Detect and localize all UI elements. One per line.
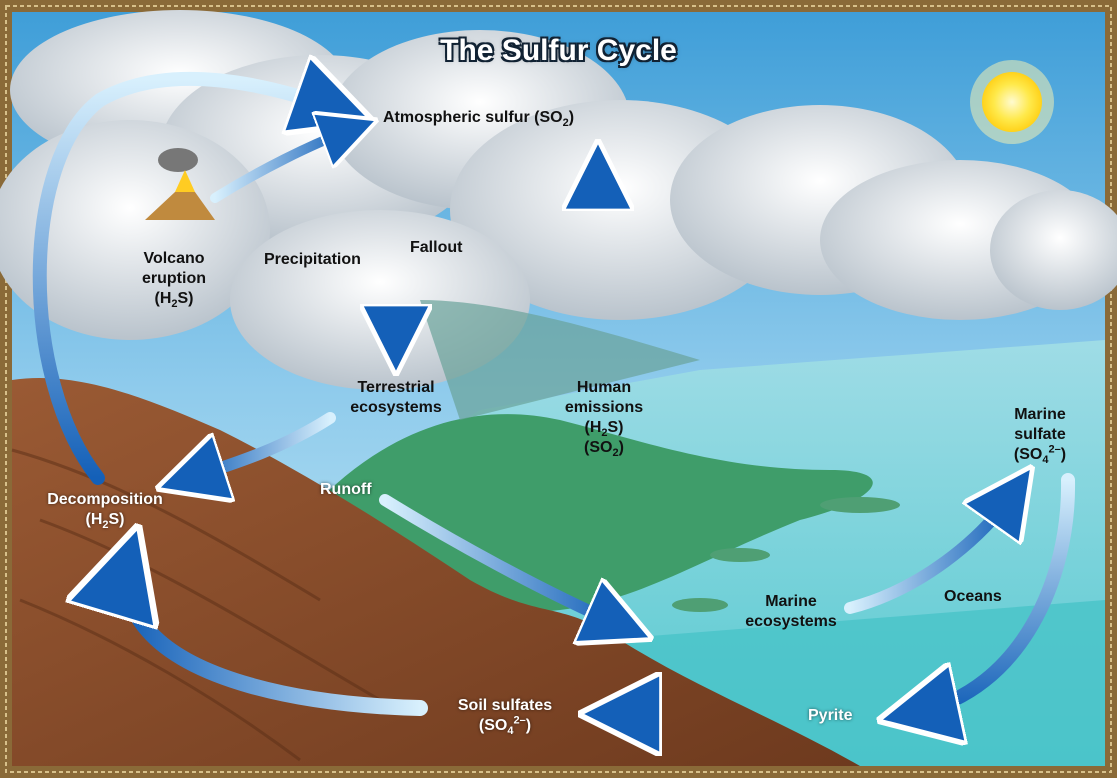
- clouds: [0, 10, 1117, 390]
- volcano-icon: [145, 148, 215, 220]
- label-marine-sulfate: Marine sulfate (SO42–): [1013, 406, 1067, 467]
- label-decomposition: Decomposition (H2S): [47, 491, 163, 532]
- label-terrestrial-ecosystems: Terrestrial ecosystems: [350, 379, 442, 416]
- label-soil-sulfates: Soil sulfates (SO42–): [457, 697, 553, 738]
- label-precipitation: Precipitation: [264, 251, 361, 268]
- sun-icon: [970, 60, 1054, 144]
- arrow-soil-to-decomposition: [124, 570, 428, 716]
- label-pyrite: Pyrite: [808, 707, 853, 724]
- arrow-volcano-to-atmosphere: [210, 130, 350, 203]
- diagram-title: The Sulfur Cycle: [440, 34, 677, 67]
- label-runoff: Runoff: [320, 481, 372, 498]
- label-volcano-eruption: Volcano eruption (H2S): [142, 250, 206, 311]
- arrows: [32, 79, 1076, 716]
- arrow-decomposition-to-atmosphere: [32, 79, 335, 485]
- arrow-sulfate-to-pyrite: [918, 473, 1076, 712]
- label-oceans: Oceans: [944, 588, 1002, 605]
- label-marine-ecosystems: Marine ecosystems: [745, 593, 837, 630]
- label-human-emissions: Human emissions (H2S) (SO2): [564, 379, 644, 460]
- arrow-runoff-to-marine: [379, 494, 620, 625]
- label-fallout: Fallout: [410, 239, 463, 256]
- arrow-terrestrial-to-decomposition: [190, 412, 336, 478]
- label-atmospheric-sulfur: Atmospheric sulfur (SO2): [383, 109, 575, 130]
- arrow-marine-to-sulfate: [844, 495, 1012, 614]
